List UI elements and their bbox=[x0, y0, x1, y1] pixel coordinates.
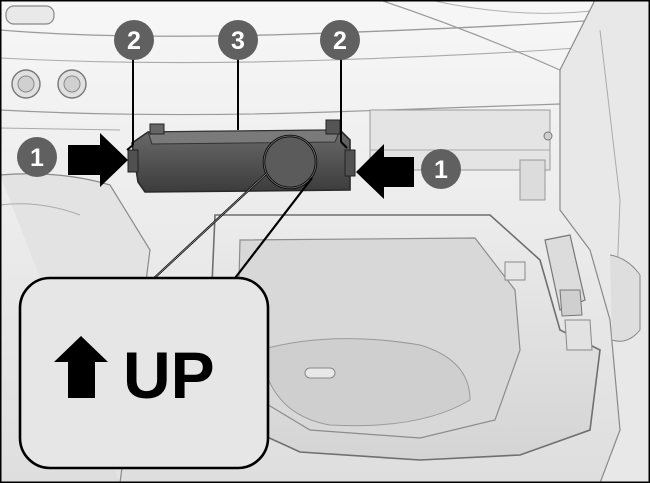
callout-badge-1-right: 1 bbox=[421, 149, 461, 189]
knob-right bbox=[57, 69, 87, 99]
knob-left bbox=[11, 69, 41, 99]
control-module bbox=[127, 119, 356, 193]
callout-badge-1-left: 1 bbox=[17, 137, 57, 177]
callout-badge-2-right: 2 bbox=[320, 20, 360, 60]
callout-badge-3: 3 bbox=[218, 20, 258, 60]
callout-badge-2-left: 2 bbox=[114, 20, 154, 60]
svg-text:2: 2 bbox=[333, 27, 347, 55]
svg-text:1: 1 bbox=[30, 144, 44, 172]
push-arrow-right-icon bbox=[356, 144, 414, 199]
glovebox-door bbox=[209, 214, 601, 461]
up-inset-panel: UP bbox=[18, 276, 270, 470]
up-arrow-icon bbox=[54, 336, 108, 398]
clip-tab-right bbox=[344, 149, 356, 177]
svg-text:2: 2 bbox=[127, 27, 141, 55]
svg-text:1: 1 bbox=[434, 156, 448, 184]
push-arrow-left-icon bbox=[68, 133, 128, 187]
magnifier-callout bbox=[149, 134, 318, 283]
up-label: UP bbox=[123, 338, 215, 412]
clip-tab-left bbox=[127, 149, 139, 173]
leader-lines bbox=[126, 58, 348, 151]
svg-text:3: 3 bbox=[231, 27, 245, 55]
